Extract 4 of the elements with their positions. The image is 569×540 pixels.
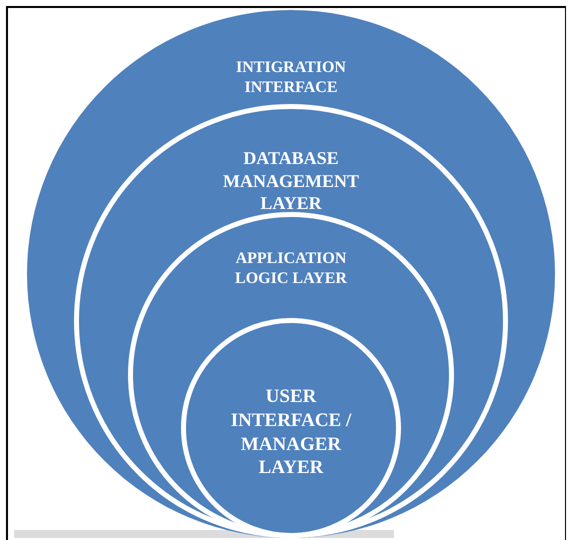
layer-label: USER INTERFACE / MANAGER LAYER: [230, 385, 352, 480]
layer-label: INTIGRATION INTERFACE: [235, 58, 347, 98]
layer-label: APPLICATION LOGIC LAYER: [234, 249, 348, 289]
layer-label: DATABASE MANAGEMENT LAYER: [222, 147, 360, 214]
